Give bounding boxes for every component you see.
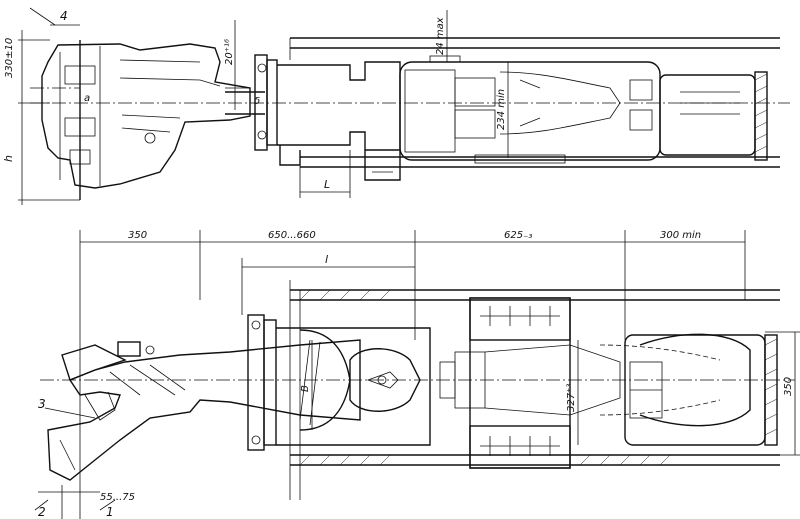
rear-stop-hatching	[754, 73, 768, 153]
label-a: a	[84, 93, 90, 104]
dim-20-label: 20⁺¹⁶	[224, 39, 235, 65]
dim-327-label: 327⁺³	[566, 384, 577, 412]
callout-1: 1	[106, 505, 114, 519]
dim-l-label: l	[325, 253, 328, 266]
dim-B-label: B	[300, 385, 311, 392]
dim-L-label: L	[324, 178, 330, 191]
dim-h-label: h	[2, 155, 15, 162]
label-b: δ	[254, 96, 260, 107]
dim-625-label: 625₋₃	[504, 230, 532, 241]
dim-350-left-label: 350	[128, 230, 147, 241]
callout-4: 4	[60, 9, 68, 23]
top-view	[18, 7, 790, 205]
dim-24max-label: 24 max	[435, 17, 446, 55]
dim-300min-label: 300 min	[660, 230, 701, 241]
dim-350-right-label: 350	[783, 377, 794, 396]
callout-2: 2	[38, 505, 46, 519]
callout-3: 3	[38, 397, 46, 411]
rear-stop-hatching-bottom	[764, 338, 778, 436]
dim-650-660-label: 650...660	[268, 230, 316, 241]
dim-55-75-label: 55...75	[100, 492, 135, 503]
dim-234min-label: 234 min	[496, 89, 507, 130]
frame-hatching	[299, 289, 671, 466]
dim-330-label: 330±10	[4, 38, 15, 78]
bottom-view	[34, 230, 800, 519]
